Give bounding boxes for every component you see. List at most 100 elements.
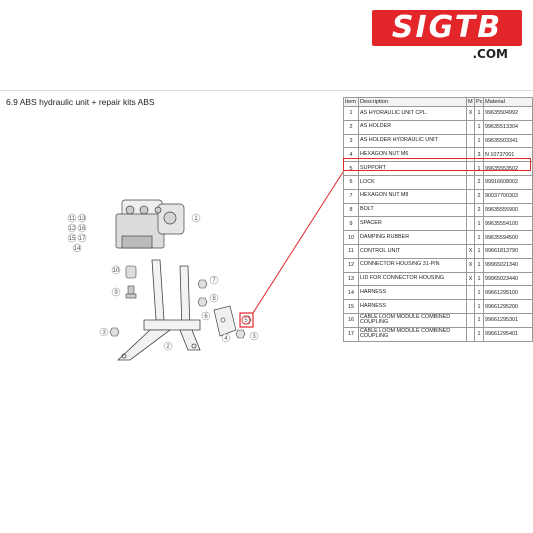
holder-frame-drawing: [116, 259, 201, 361]
marker-m: [466, 312, 475, 328]
damping-rubber-drawing: [125, 265, 137, 279]
part-description: HARNESS: [358, 285, 467, 301]
item-number: 11: [343, 243, 359, 259]
col-description: Description: [358, 97, 467, 107]
material-number[interactable]: 99635555900: [483, 202, 533, 218]
material-number[interactable]: 99635553502: [483, 161, 533, 176]
piece-count: 1: [474, 271, 484, 287]
marker-m: X: [466, 106, 475, 121]
piece-count: 1: [474, 133, 484, 149]
marker-m: [466, 299, 475, 314]
item-number: 15: [343, 299, 359, 314]
item-number: 10: [343, 230, 359, 245]
section-title: 6.9 ABS hydraulic unit + repair kits ABS: [6, 97, 155, 107]
marker-m: [466, 161, 475, 176]
diagram-highlight-box: [239, 312, 254, 328]
material-number[interactable]: 99635594500: [483, 230, 533, 245]
header-divider: [0, 90, 533, 91]
material-number[interactable]: 99635554100: [483, 216, 533, 232]
callout-7: 7: [212, 278, 216, 284]
callout-3: 3: [102, 330, 106, 336]
spacer-drawing: [125, 285, 137, 299]
material-number[interactable]: 99661295100: [483, 285, 533, 301]
piece-count: 1: [474, 216, 484, 232]
part-description: AS HOLDER HYDRAULIC UNIT: [358, 133, 467, 149]
item-number: 2: [343, 119, 359, 135]
material-number[interactable]: 99635513304: [483, 119, 533, 135]
col-m: M: [466, 97, 475, 107]
part-description: SUPPORT: [358, 161, 467, 176]
item-number: 8: [343, 202, 359, 218]
callout-15: 15: [69, 236, 76, 242]
piece-count: 3: [474, 147, 484, 163]
marker-m: [466, 230, 475, 245]
material-number[interactable]: 99661295301: [483, 312, 533, 328]
material-number[interactable]: 99661295200: [483, 299, 533, 314]
item-number: 5: [343, 161, 359, 176]
brand-logo[interactable]: SIGTB .COM: [372, 10, 522, 61]
piece-count: 2: [474, 202, 484, 218]
item-number: 16: [343, 312, 359, 328]
item-number: 3: [343, 133, 359, 149]
item-number: 14: [343, 285, 359, 301]
part-description: HEXAGON NUT M8: [358, 188, 467, 204]
marker-m: X: [466, 271, 475, 287]
marker-m: [466, 202, 475, 218]
material-number[interactable]: 99965023440: [483, 271, 533, 287]
marker-m: [466, 133, 475, 149]
part-description: DAMPING RUBBER: [358, 230, 467, 245]
callout-8: 8: [212, 296, 216, 302]
callout-16: 16: [79, 226, 86, 232]
logo-domain-suffix: .COM: [472, 47, 508, 61]
material-number[interactable]: 99635504992: [483, 106, 533, 121]
material-number[interactable]: 99916608002: [483, 174, 533, 190]
material-number[interactable]: 99965021340: [483, 257, 533, 273]
marker-m: X: [466, 243, 475, 259]
support-bracket-drawing: [213, 305, 237, 337]
material-number[interactable]: 99635503341: [483, 133, 533, 149]
callout-17: 17: [79, 236, 86, 242]
callout-4: 4: [224, 336, 228, 342]
part-description: HEXAGON NUT M6: [358, 147, 467, 163]
callout-10: 10: [113, 268, 120, 274]
piece-count: 1: [474, 326, 484, 342]
part-callouts: 1 10 9 7 8 6 3 2 4 5 3: [99, 213, 259, 351]
part-description: LOCK: [358, 174, 467, 190]
marker-m: X: [466, 257, 475, 273]
callout-6: 6: [204, 314, 208, 320]
piece-count: 2: [474, 174, 484, 190]
piece-count: 1: [474, 257, 484, 273]
piece-count: 1: [474, 243, 484, 259]
material-number[interactable]: 90037700303: [483, 188, 533, 204]
part-description: SPACER: [358, 216, 467, 232]
callout-9: 9: [114, 290, 118, 296]
part-description: CONTROL UNIT: [358, 243, 467, 259]
left-callouts: 11 13 12 16 15 17 14: [67, 213, 87, 253]
marker-m: [466, 147, 475, 163]
material-number[interactable]: N 10737001: [483, 147, 533, 163]
piece-count: 1: [474, 119, 484, 135]
logo-background: [372, 10, 522, 46]
material-number[interactable]: 99661295401: [483, 326, 533, 342]
part-description: HARNESS: [358, 299, 467, 314]
material-number[interactable]: 99661813790: [483, 243, 533, 259]
